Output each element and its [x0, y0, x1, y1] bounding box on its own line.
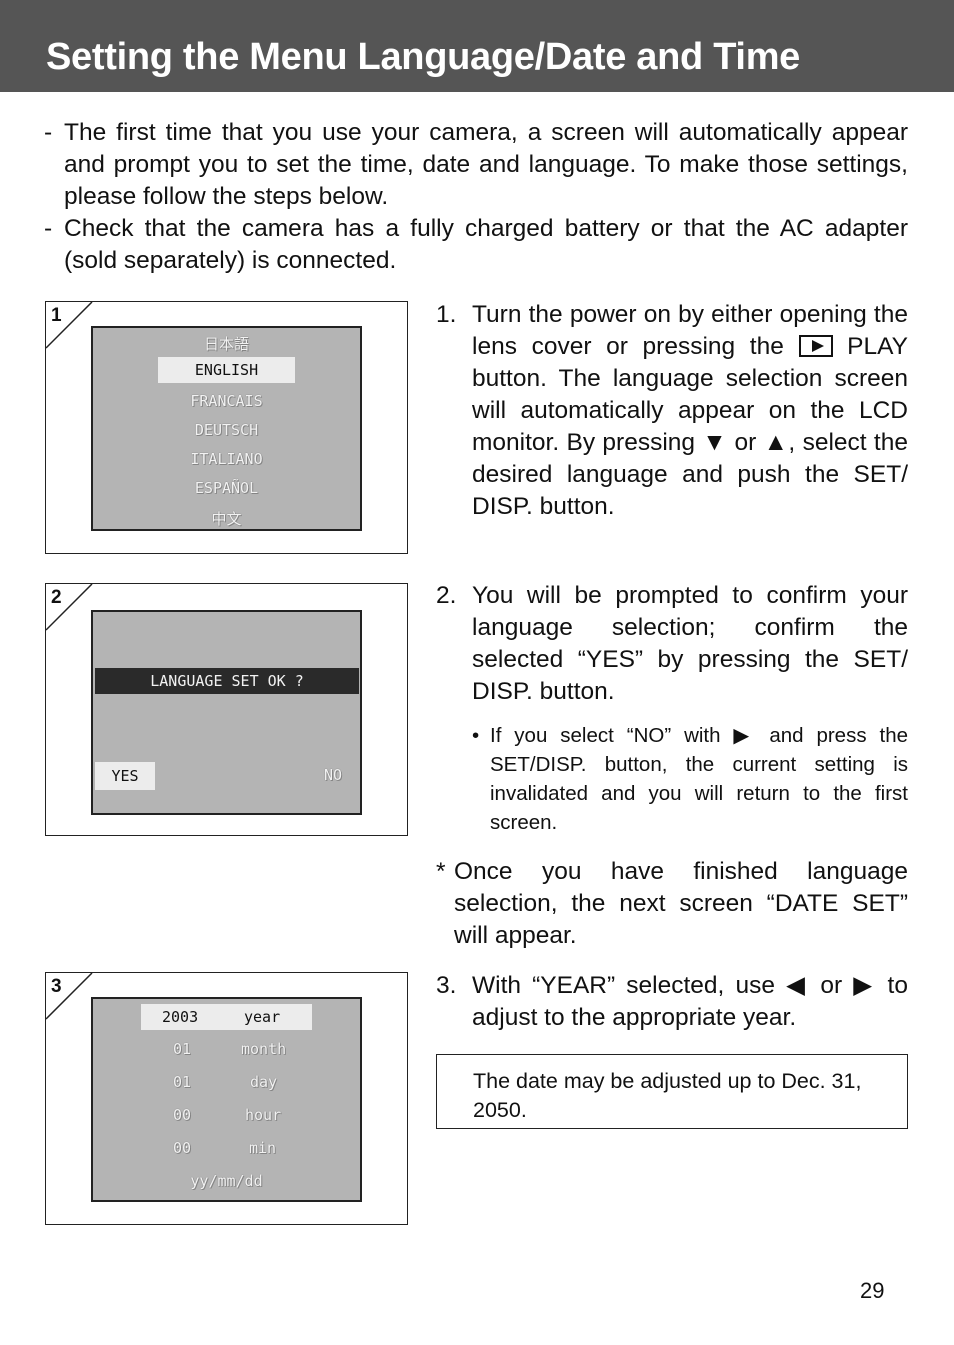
yes-option: YES	[95, 762, 155, 790]
asterisk-note: * Once you have finished language select…	[436, 856, 908, 952]
date-row-selected: 2003 year	[141, 1004, 312, 1030]
intro-text: Check that the camera has a fully charge…	[64, 215, 908, 274]
intro-marker: -	[44, 215, 53, 242]
note-text: Once you have finished language selectio…	[454, 858, 908, 949]
screen-figure-1: 1 日本語 ENGLISH FRANCAIS DEUTSCH ITALIANO …	[45, 301, 408, 554]
intro-text: The first time that you use your camera,…	[64, 119, 908, 210]
intro-list: - The first time that you use your camer…	[44, 117, 908, 277]
language-option: 日本語	[203, 335, 249, 353]
figure-number: 3	[51, 976, 62, 997]
date-label: day	[250, 1073, 278, 1091]
page-number: 29	[860, 1278, 885, 1303]
page-title: Setting the Menu Language/Date and Time	[46, 36, 801, 78]
date-format: yy/mm/dd	[190, 1172, 263, 1190]
step-1: 1. Turn the power on by either opening t…	[436, 299, 908, 523]
lcd-language-menu: 日本語 ENGLISH FRANCAIS DEUTSCH ITALIANO ES…	[91, 326, 362, 531]
intro-item: - The first time that you use your camer…	[44, 117, 908, 213]
corner-diagonal	[46, 584, 93, 631]
intro-item: - Check that the camera has a fully char…	[44, 213, 908, 277]
step-number: 3.	[436, 972, 457, 999]
step-3: 3. With “YEAR” selected, use ◀ or ▶ to a…	[436, 970, 908, 1034]
step-number: 2.	[436, 582, 457, 609]
bullet-marker: •	[472, 724, 480, 747]
intro-marker: -	[44, 119, 53, 146]
date-label: year	[244, 1008, 281, 1026]
step-text-part: Turn the power on by either opening the …	[472, 301, 908, 360]
lcd-confirm-screen: LANGUAGE SET OK ? YES NO	[91, 610, 362, 815]
figure-corner: 1	[46, 302, 94, 350]
bullet-note: • If you select “NO” with ▶ and press th…	[472, 721, 908, 837]
date-value: 01	[173, 1073, 192, 1091]
date-value: 2003	[162, 1008, 199, 1026]
figure-corner: 3	[46, 973, 94, 1021]
date-label: month	[241, 1040, 287, 1058]
step-2: 2. You will be prompted to confirm your …	[436, 580, 908, 708]
corner-diagonal	[46, 302, 93, 349]
screen-figure-3: 3 2003 year 01 month 01 day 00 hour 00 m…	[45, 972, 408, 1225]
date-value: 00	[173, 1139, 192, 1157]
confirm-prompt: LANGUAGE SET OK ?	[95, 668, 359, 694]
lcd-date-set: 2003 year 01 month 01 day 00 hour 00 min…	[91, 997, 362, 1202]
screen-figure-2: 2 LANGUAGE SET OK ? YES NO	[45, 583, 408, 836]
play-icon	[798, 335, 833, 357]
info-box: The date may be adjusted up to Dec. 31, …	[436, 1054, 908, 1129]
step-number: 1.	[436, 301, 457, 328]
title-banner: Setting the Menu Language/Date and Time	[0, 0, 954, 92]
bullet-text: If you select “NO” with ▶ and press the …	[490, 724, 908, 834]
language-option: ESPAÑOL	[194, 479, 259, 497]
language-option: DEUTSCH	[194, 421, 259, 439]
no-option: NO	[323, 766, 342, 784]
language-option: FRANCAIS	[190, 392, 263, 410]
language-option: 中文	[211, 510, 242, 528]
date-label: hour	[245, 1106, 282, 1124]
figure-corner: 2	[46, 584, 94, 632]
step-text: With “YEAR” selected, use ◀ or ▶ to adju…	[472, 972, 908, 1031]
corner-diagonal	[46, 973, 93, 1020]
date-value: 01	[173, 1040, 192, 1058]
step-text: You will be prompted to confirm your lan…	[472, 582, 908, 705]
date-label: min	[249, 1139, 277, 1157]
language-option: ITALIANO	[190, 450, 263, 468]
step-text: Turn the power on by either opening the …	[472, 299, 908, 523]
figure-number: 1	[51, 305, 62, 326]
figure-number: 2	[51, 587, 62, 608]
note-marker: *	[436, 858, 446, 885]
language-option-selected: ENGLISH	[158, 357, 295, 383]
date-value: 00	[173, 1106, 192, 1124]
step-text-part: PLAY button. The language selection scre…	[472, 333, 908, 520]
